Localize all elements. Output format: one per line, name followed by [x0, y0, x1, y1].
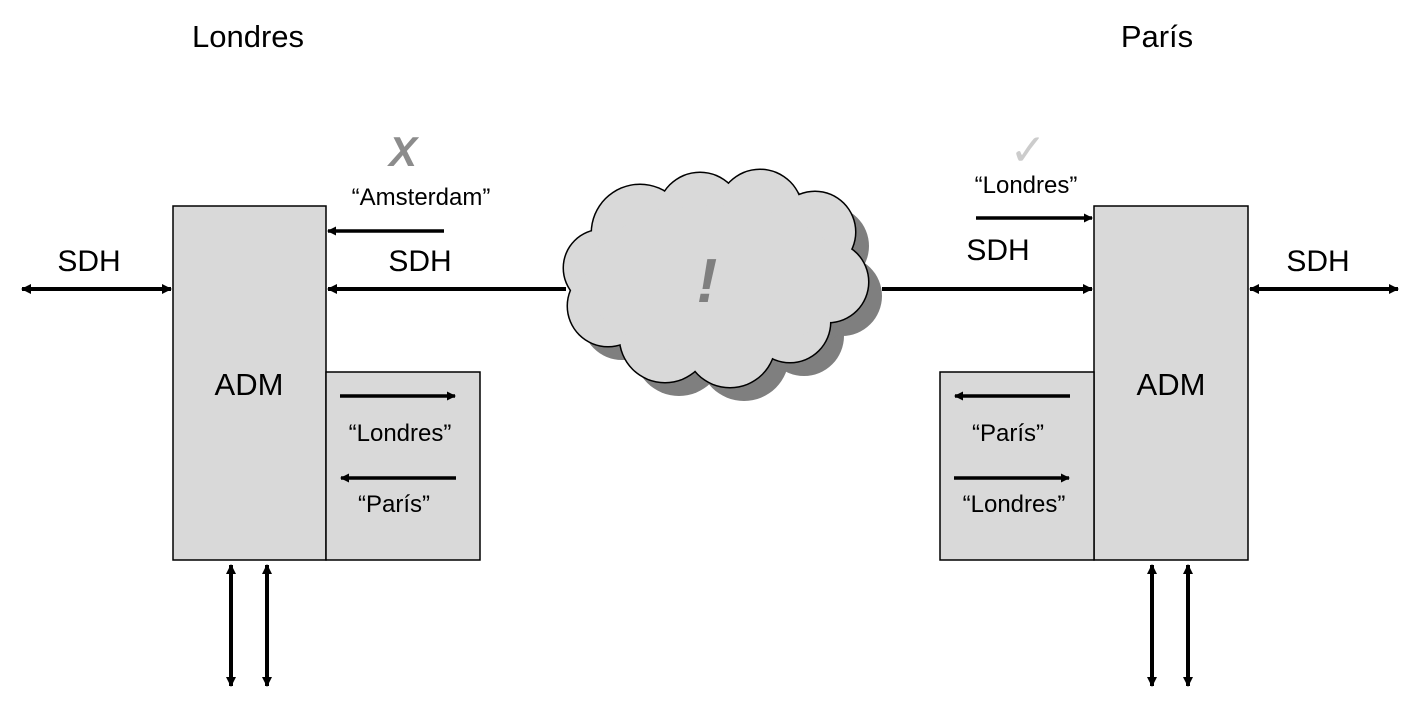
title-paris: París [1121, 19, 1193, 54]
port-out-label-london: “Londres” [349, 420, 452, 447]
adm-label-london: ADM [215, 367, 284, 402]
network-cloud-icon [562, 168, 882, 401]
port-box-london [325, 371, 481, 561]
alert-exclamation-icon: ! [697, 247, 718, 316]
sdh-outer-label-paris: SDH [1286, 245, 1349, 278]
adm-box-paris [1093, 205, 1249, 561]
sdh-outer-label-london: SDH [57, 245, 120, 278]
accept-check-icon: ✓ [1010, 126, 1047, 175]
port-in-label-paris: “París” [972, 420, 1044, 447]
reject-x-icon: X [387, 128, 420, 175]
adm-label-paris: ADM [1137, 367, 1206, 402]
adm-box-london [172, 205, 327, 561]
sdh-line-label-london: SDH [388, 245, 451, 278]
port-box-paris [939, 371, 1095, 561]
accepted-trace-label: “Londres” [975, 172, 1078, 199]
title-london: Londres [192, 19, 304, 54]
port-in-label-london: “París” [358, 491, 430, 518]
sdh-line-label-paris: SDH [966, 234, 1029, 267]
rejected-trace-label: “Amsterdam” [352, 184, 491, 211]
port-out-label-paris: “Londres” [963, 491, 1066, 518]
